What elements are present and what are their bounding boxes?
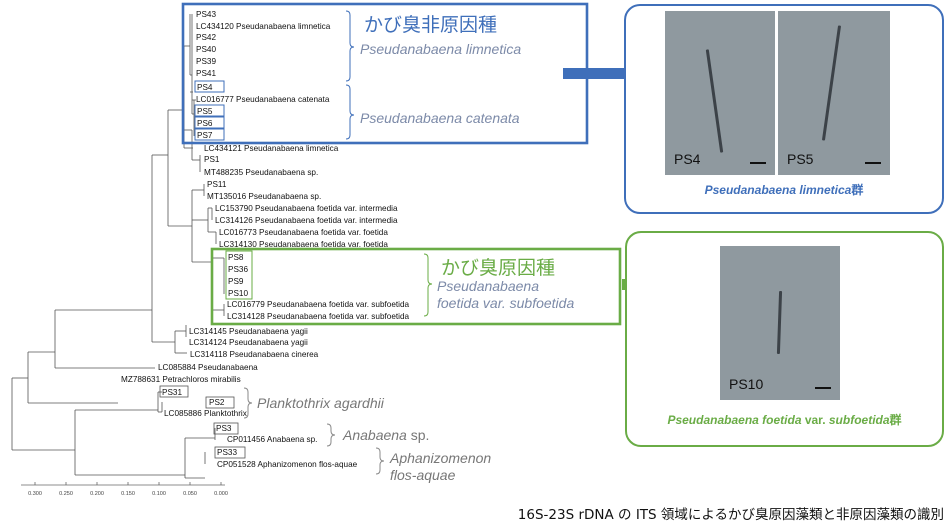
micrograph-ps5: PS5: [778, 11, 890, 175]
leaf-label: LC085886 Planktothrix: [164, 409, 247, 418]
leaf-label: PS1: [204, 155, 220, 164]
planktothrix-label: Planktothrix agardhii: [257, 395, 384, 411]
leaf-label: PS9: [228, 277, 244, 286]
filament-shape: [776, 290, 783, 355]
micrograph-label: PS4: [674, 151, 701, 167]
caption-suffix: 群: [889, 413, 902, 427]
scale-tick-label: 0.050: [183, 491, 197, 497]
leaf-label: CP011456 Anabaena sp.: [227, 435, 317, 444]
micrograph-label: PS5: [787, 151, 814, 167]
tree-branches: [11, 14, 225, 479]
anabaena-sp: sp.: [410, 427, 430, 443]
leaf-label: LC314124 Pseudanabaena yagii: [189, 338, 308, 347]
subfoetida-label-line2: foetida var. subfoetida: [437, 295, 575, 311]
leaf-label: LC016773 Pseudanabaena foetida var. foet…: [219, 228, 388, 237]
scale-tick-label: 0.000: [214, 491, 228, 497]
limnetica-micrograph-panel: PS4 PS5 Pseudanabaena limnetica群: [624, 4, 944, 214]
caption-italic-1: Pseudanabaena foetida: [667, 413, 802, 427]
leaf-label: PS8: [228, 253, 244, 262]
leaf-label: PS39: [196, 57, 216, 66]
leaf-label: MT135016 Pseudanabaena sp.: [207, 192, 321, 201]
scale-tick-label: 0.200: [90, 491, 104, 497]
leaf-label: LC314145 Pseudanabaena yagii: [189, 327, 308, 336]
leaf-label: LC314130 Pseudanabaena foetida var. foet…: [219, 240, 388, 249]
filament-shape: [821, 25, 842, 141]
leaf-label: LC314118 Pseudanabaena cinerea: [190, 350, 319, 359]
leaf-label: LC314126 Pseudanabaena foetida var. inte…: [215, 216, 398, 225]
brackets: [243, 10, 433, 475]
leaf-label: PS5: [197, 107, 213, 116]
leaf-label: LC314128 Pseudanabaena foetida var. subf…: [227, 312, 410, 321]
subfoetida-micrograph-panel: PS10 Pseudanabaena foetida var. subfoeti…: [625, 231, 944, 447]
limnetica-group-label: Pseudanabaena limnetica: [360, 41, 522, 57]
leaf-label: LC434120 Pseudanabaena limnetica: [196, 22, 331, 31]
leaf-label: PS42: [196, 33, 216, 42]
green-strain-box: [225, 250, 253, 300]
filament-shape: [705, 49, 724, 153]
leaf-label: PS31: [162, 388, 182, 397]
blue-strain-boxes: [194, 80, 225, 141]
figure-caption: 16S-23S rDNA の ITS 領域によるかび臭原因藻類と非原因藻類の識別: [517, 507, 944, 523]
leaf-label: PS43: [196, 10, 216, 19]
odor-group-title: かび臭原因種: [441, 257, 556, 279]
non-odor-group-title: かび臭非原因種: [364, 14, 498, 36]
leaf-label: PS4: [197, 83, 213, 92]
leaf-label: PS36: [228, 265, 248, 274]
leaf-label: PS10: [228, 289, 248, 298]
scale-tick-label: 0.300: [28, 491, 42, 497]
scale-tick-label: 0.100: [152, 491, 166, 497]
leaf-label: LC153790 Pseudanabaena foetida var. inte…: [215, 204, 398, 213]
anabaena-genus: Anabaena: [343, 427, 407, 443]
scale-bar-mark: [865, 162, 881, 164]
aphanizomenon-label-line1: Aphanizomenon: [390, 450, 492, 466]
leaf-label: LC085884 Pseudanabaena: [158, 363, 258, 372]
scale-bar-mark: [750, 162, 766, 164]
leaf-label: MT488235 Pseudanabaena sp.: [204, 168, 318, 177]
leaf-label: PS2: [209, 398, 225, 407]
leaf-label: PS6: [197, 119, 213, 128]
caption-italic: Pseudanabaena limnetica: [704, 183, 852, 197]
caption-italic-2: subfoetida: [828, 413, 890, 427]
gray-strain-boxes: [159, 385, 246, 459]
leaf-label: PS41: [196, 69, 216, 78]
catenata-group-label: Pseudanabaena catenata: [360, 110, 520, 126]
aphanizomenon-label-line2: flos-aquae: [390, 467, 456, 483]
leaf-label: PS3: [216, 424, 232, 433]
leaf-label: LC434121 Pseudanabaena limnetica: [204, 144, 339, 153]
leaf-label: CP051528 Aphanizomenon flos-aquae: [217, 460, 358, 469]
leaf-label: LC016777 Pseudanabaena catenata: [196, 95, 330, 104]
caption-plain: var.: [801, 413, 829, 427]
micrograph-label: PS10: [729, 376, 764, 392]
scale-bar: [21, 482, 225, 486]
scale-bar-mark: [815, 387, 831, 389]
micrograph-ps10: PS10: [720, 246, 840, 400]
leaf-label: PS7: [197, 131, 213, 140]
odor-group-box: [210, 247, 622, 326]
micrograph-ps4: PS4: [665, 11, 775, 175]
subfoetida-panel-caption: Pseudanabaena foetida var. subfoetida群: [627, 411, 942, 428]
scale-tick-label: 0.150: [121, 491, 135, 497]
subfoetida-label-line1: Pseudanabaena: [437, 278, 539, 294]
leaf-label: LC016779 Pseudanabaena foetida var. subf…: [227, 300, 410, 309]
leaf-label: MZ788631 Petrachloros mirabilis: [121, 375, 241, 384]
anabaena-label: Anabaena sp.: [343, 427, 429, 443]
leaf-label: PS40: [196, 45, 216, 54]
leaf-label: PS33: [217, 448, 237, 457]
scale-tick-label: 0.250: [59, 491, 73, 497]
caption-suffix: 群: [851, 183, 864, 197]
limnetica-panel-caption: Pseudanabaena limnetica群: [626, 181, 942, 198]
leaf-label: PS11: [207, 180, 227, 189]
